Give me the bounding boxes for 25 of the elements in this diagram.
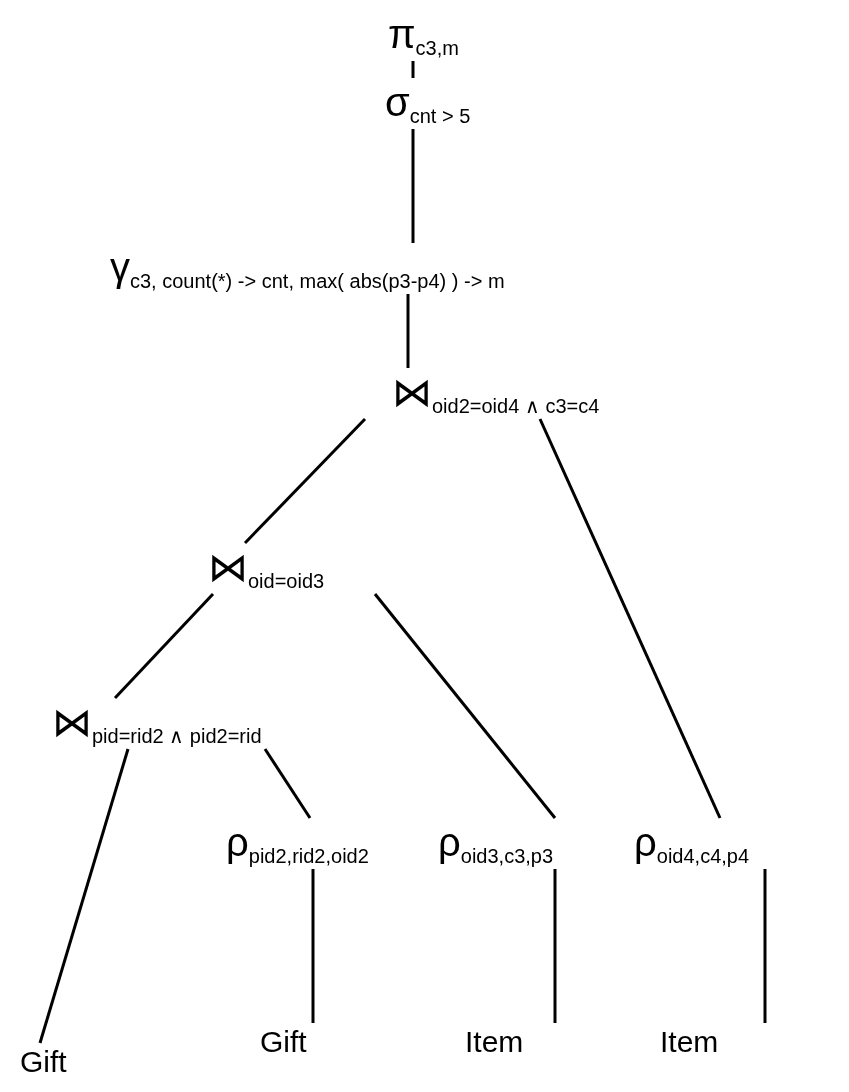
operator-label: π$_{c3,m}$ [388, 12, 459, 59]
tree-edge [553, 869, 557, 1023]
tree-edge [411, 129, 415, 243]
tree-edge [763, 869, 767, 1023]
operator-label: ρ$_{pid2,rid2,oid2}$ [226, 820, 369, 867]
relation-label: Item [660, 1025, 719, 1058]
tree-edge [263, 748, 312, 819]
relation-label: Item [465, 1025, 524, 1058]
operator-label: γ$_{c3, count(*) -> cnt, max( abs(p3-p4) ) -> m}$ [110, 245, 505, 292]
tree-edge [38, 748, 130, 1044]
operator-label: ⋈$_{pid=rid2 ∧ pid2=rid}$ [52, 700, 262, 747]
tree-edge [311, 869, 315, 1023]
operator-label: σ$_{cnt > 5}$ [385, 80, 471, 127]
tree-edge [243, 417, 367, 545]
operator-label: ⋈$_{oid2=oid4 ∧ c3=c4}$ [392, 370, 600, 417]
operator-label: ρ$_{oid4,c4,p4}$ [634, 820, 750, 867]
tree-edge [406, 294, 410, 368]
relation-label: Gift [20, 1045, 67, 1078]
tree-edge [538, 418, 722, 819]
operator-label: ⋈$_{oid=oid3}$ [208, 545, 325, 592]
operator-label: ρ$_{oid3,c3,p3}$ [438, 820, 554, 867]
tree-edge [411, 61, 415, 78]
tree-edge [113, 592, 215, 700]
tree-edge [373, 593, 557, 819]
relation-label: Gift [260, 1025, 307, 1058]
